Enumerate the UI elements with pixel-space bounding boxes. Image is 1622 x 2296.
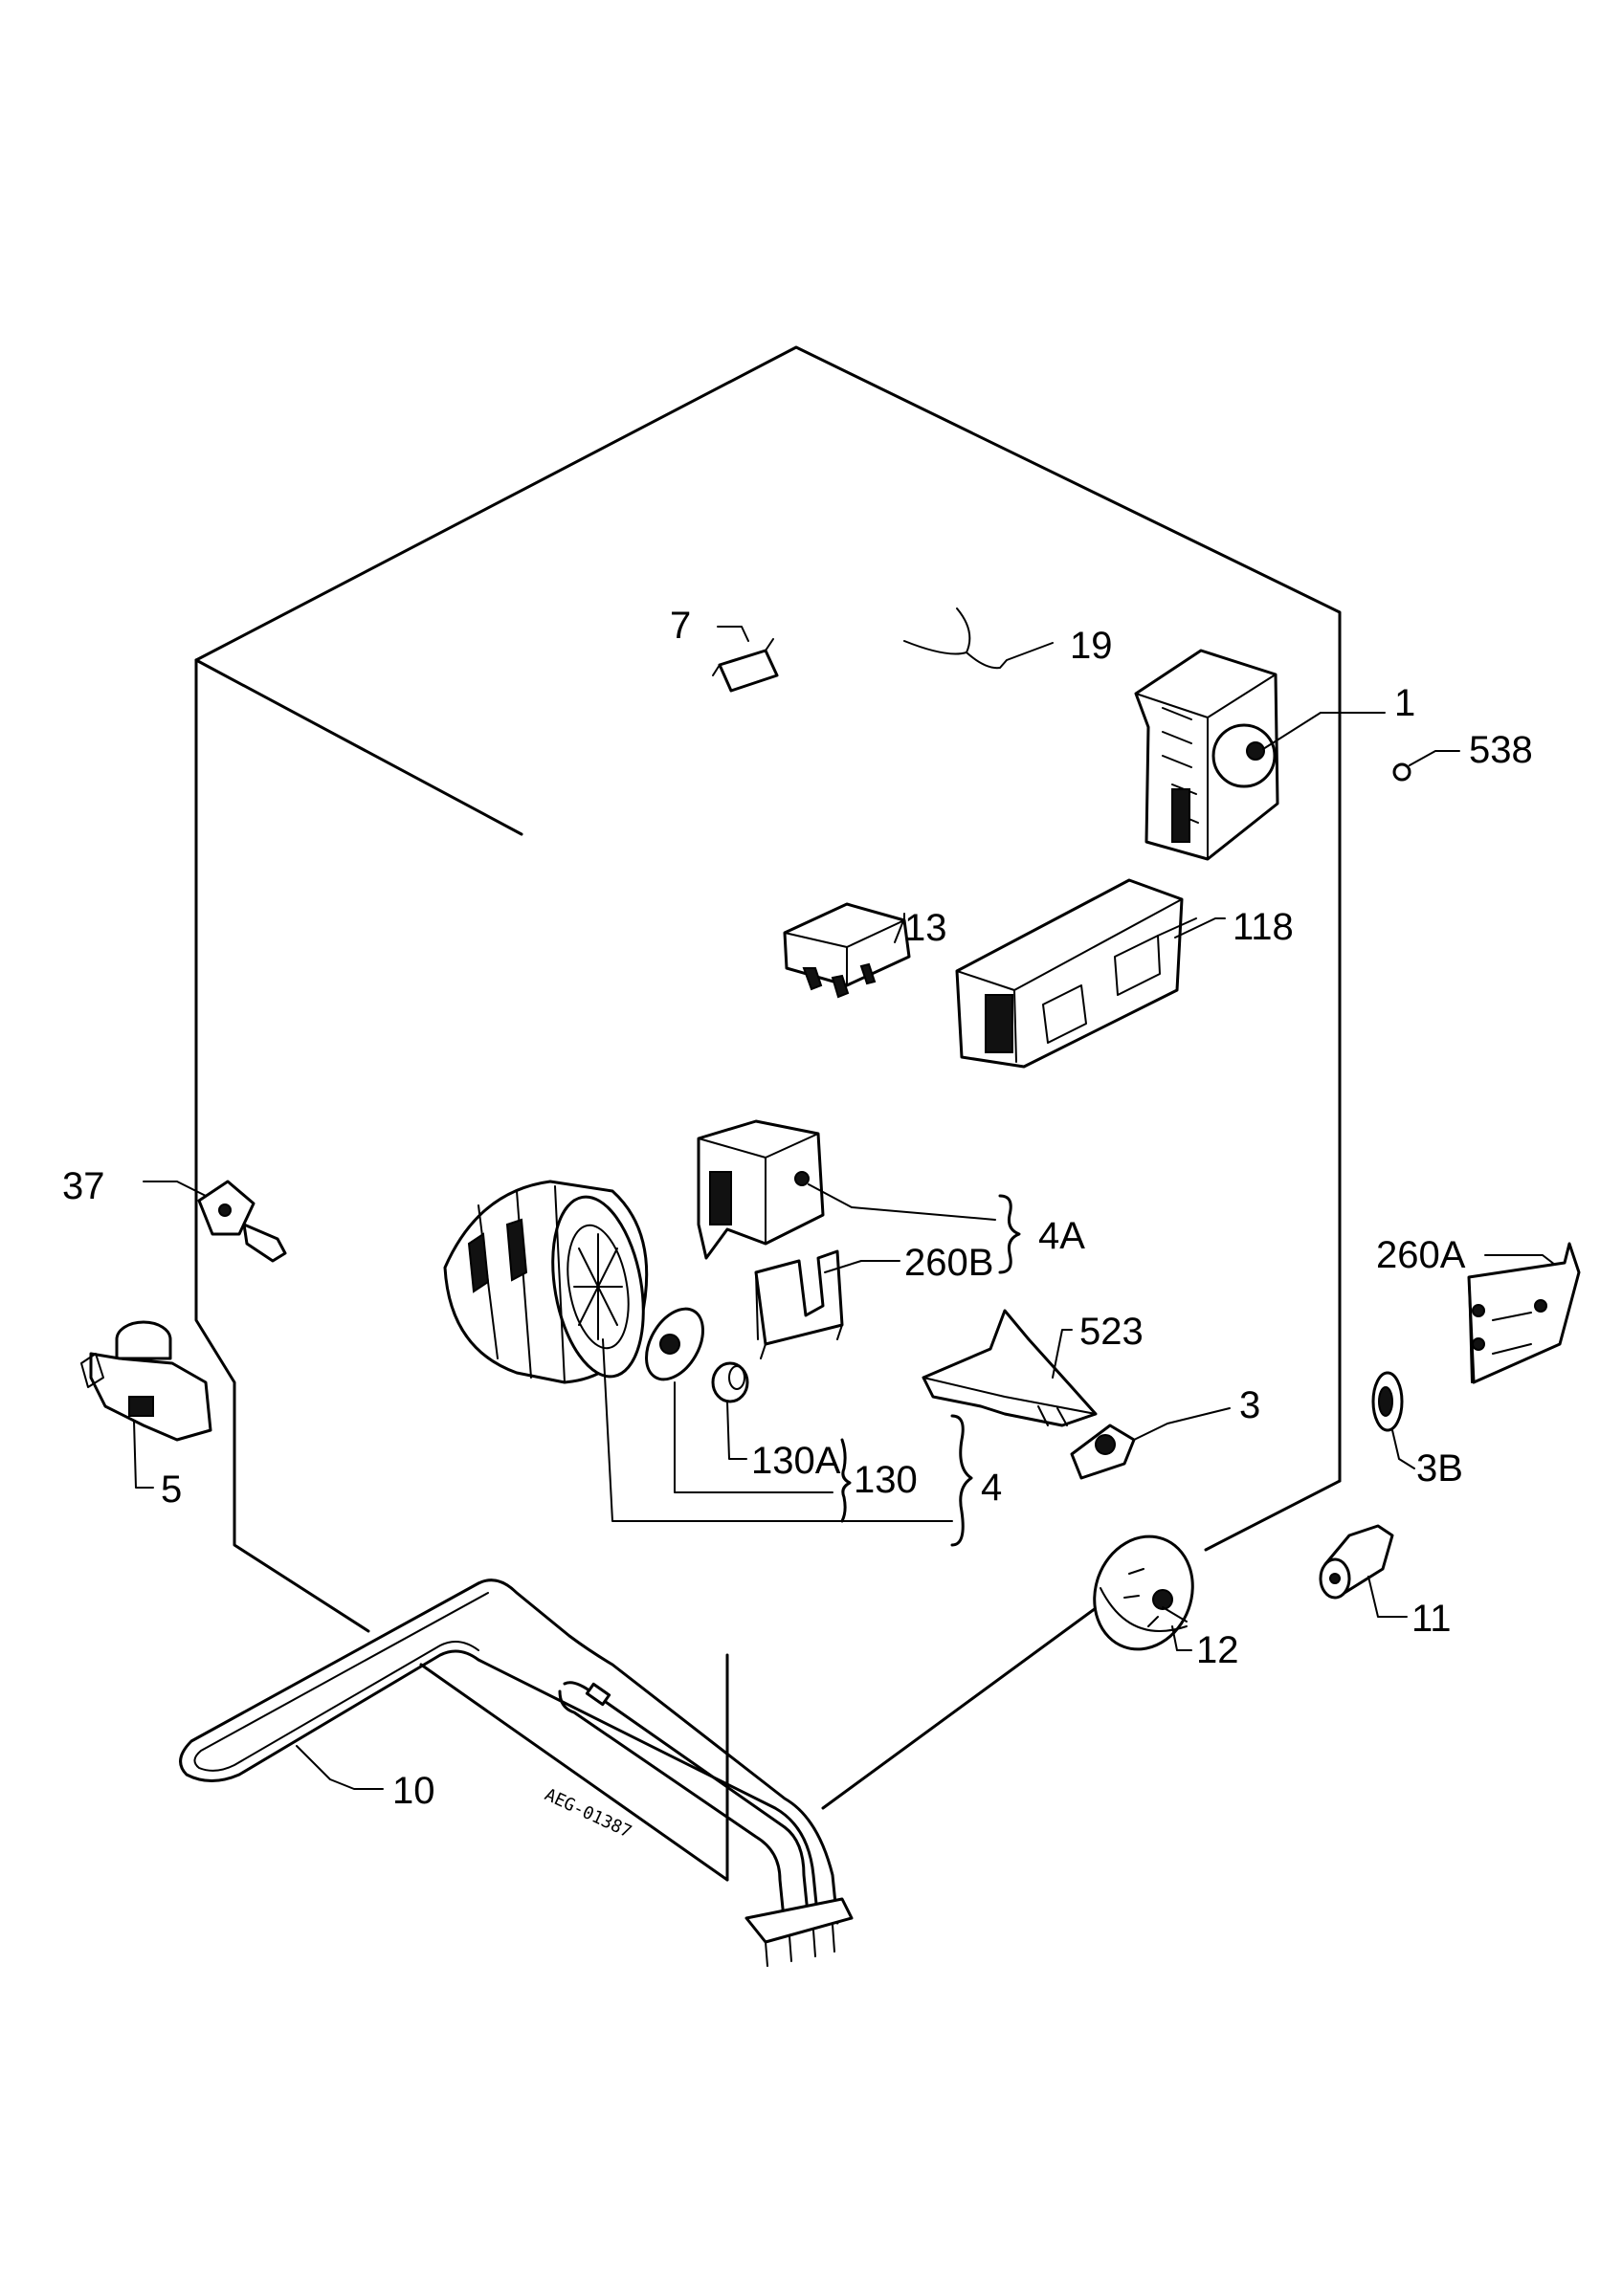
part-7-switch <box>712 626 779 693</box>
label-1: 1 <box>1394 682 1415 724</box>
part-4-motor <box>443 1180 953 1522</box>
label-118: 118 <box>1233 906 1294 948</box>
part-538-screw <box>1392 750 1460 782</box>
cabinet-outline <box>194 345 1342 1882</box>
part-118-control-board <box>955 878 1226 1069</box>
label-3b: 3B <box>1416 1447 1463 1490</box>
part-3b-sensor <box>1371 1371 1415 1469</box>
label-3: 3 <box>1239 1384 1260 1426</box>
part-12-pressure-switch <box>1093 1534 1194 1651</box>
part-5-inlet-valve <box>80 1320 212 1489</box>
part-1-timer <box>1134 649 1386 861</box>
label-7: 7 <box>670 605 691 647</box>
part-4a-relay <box>697 1119 996 1260</box>
heater-marking: AEG-01387 <box>542 1784 634 1842</box>
label-130: 130 <box>854 1459 918 1501</box>
part-3-thermostat <box>1070 1407 1231 1480</box>
part-13-connector <box>783 902 911 999</box>
brace-4 <box>950 1414 973 1547</box>
label-11: 11 <box>1411 1598 1452 1640</box>
brace-130 <box>840 1438 852 1523</box>
part-130-pulley <box>645 1307 833 1493</box>
label-260b: 260B <box>904 1242 993 1284</box>
label-12: 12 <box>1196 1629 1239 1671</box>
brace-4a <box>998 1194 1021 1274</box>
label-523: 523 <box>1079 1311 1144 1353</box>
part-130a-bushing <box>711 1361 749 1460</box>
label-13: 13 <box>904 907 947 949</box>
label-538: 538 <box>1469 729 1533 771</box>
label-130a: 130A <box>751 1440 841 1482</box>
label-5: 5 <box>161 1468 182 1511</box>
part-19-wire <box>903 607 1054 670</box>
label-37: 37 <box>62 1165 105 1207</box>
part-260b-bracket <box>754 1249 900 1359</box>
label-4a: 4A <box>1038 1215 1085 1257</box>
label-260a: 260A <box>1376 1234 1466 1276</box>
label-4: 4 <box>981 1467 1002 1509</box>
part-260a-bracket <box>1467 1242 1581 1384</box>
part-11-drain-pump <box>1319 1524 1408 1618</box>
part-10-heating-element <box>179 1578 854 1967</box>
part-523-bracket <box>922 1309 1098 1427</box>
part-37-clip <box>143 1180 287 1263</box>
label-10: 10 <box>392 1770 435 1812</box>
label-19: 19 <box>1070 625 1113 667</box>
